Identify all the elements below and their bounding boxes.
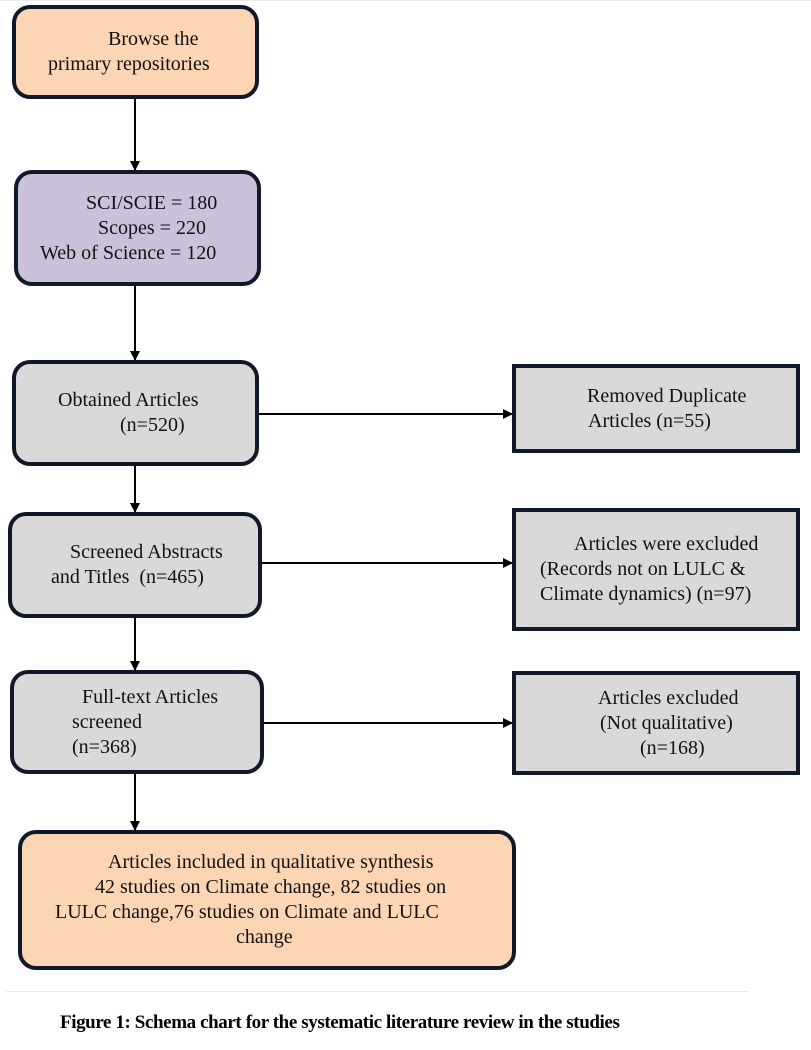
node-text: (n=520) <box>120 414 185 436</box>
node-text: Web of Science = 120 <box>40 241 217 264</box>
node-screened-abstracts: Screened Abstracts and Titles (n=465) <box>8 512 262 618</box>
node-text: (Not qualitative) <box>600 711 733 734</box>
node-text: Articles excluded <box>598 686 739 709</box>
node-removed-duplicates: Removed Duplicate Articles (n=55) <box>512 364 800 453</box>
node-excluded-records: Articles were excluded (Records not on L… <box>512 508 800 631</box>
top-border <box>0 0 811 1</box>
node-text: Articles were excluded <box>574 533 759 555</box>
node-text: Obtained Articles <box>58 389 199 411</box>
node-text: 42 studies on Climate change, 82 studies… <box>95 876 447 898</box>
node-text: Climate dynamics) (n=97) <box>540 583 752 605</box>
node-text: LULC change,76 studies on Climate and LU… <box>55 901 439 923</box>
node-text: Browse the <box>108 28 199 50</box>
node-text: and Titles (n=465) <box>51 566 204 588</box>
node-database-sources: SCI/SCIE = 180 Scopes = 220 Web of Scien… <box>14 170 261 286</box>
node-excluded-not-qualitative: Articles excluded (Not qualitative) (n=1… <box>512 671 800 775</box>
node-text: Scopes = 220 <box>98 216 206 239</box>
node-text: (n=168) <box>640 736 705 759</box>
node-text: Full-text Articles <box>82 685 219 708</box>
node-text: Screened Abstracts <box>70 541 223 563</box>
node-fulltext-screened: Full-text Articles screened (n=368) <box>10 670 264 774</box>
node-included-synthesis: Articles included in qualitative synthes… <box>18 830 516 970</box>
node-obtained-articles: Obtained Articles (n=520) <box>12 360 259 466</box>
node-text: (Records not on LULC & <box>540 558 746 580</box>
node-text: change <box>236 926 293 948</box>
node-text: screened <box>72 710 142 733</box>
node-text: Articles included in qualitative synthes… <box>108 851 434 873</box>
node-text: primary repositories <box>48 53 210 75</box>
node-text: SCI/SCIE = 180 <box>86 191 218 214</box>
node-browse-repositories: Browse the primary repositories <box>12 5 259 99</box>
node-text: Removed Duplicate <box>587 384 747 407</box>
node-text: Articles (n=55) <box>588 409 711 432</box>
figure-caption: Figure 1: Schema chart for the systemati… <box>60 1012 620 1033</box>
node-text: (n=368) <box>72 735 137 758</box>
caption-separator <box>6 991 748 992</box>
